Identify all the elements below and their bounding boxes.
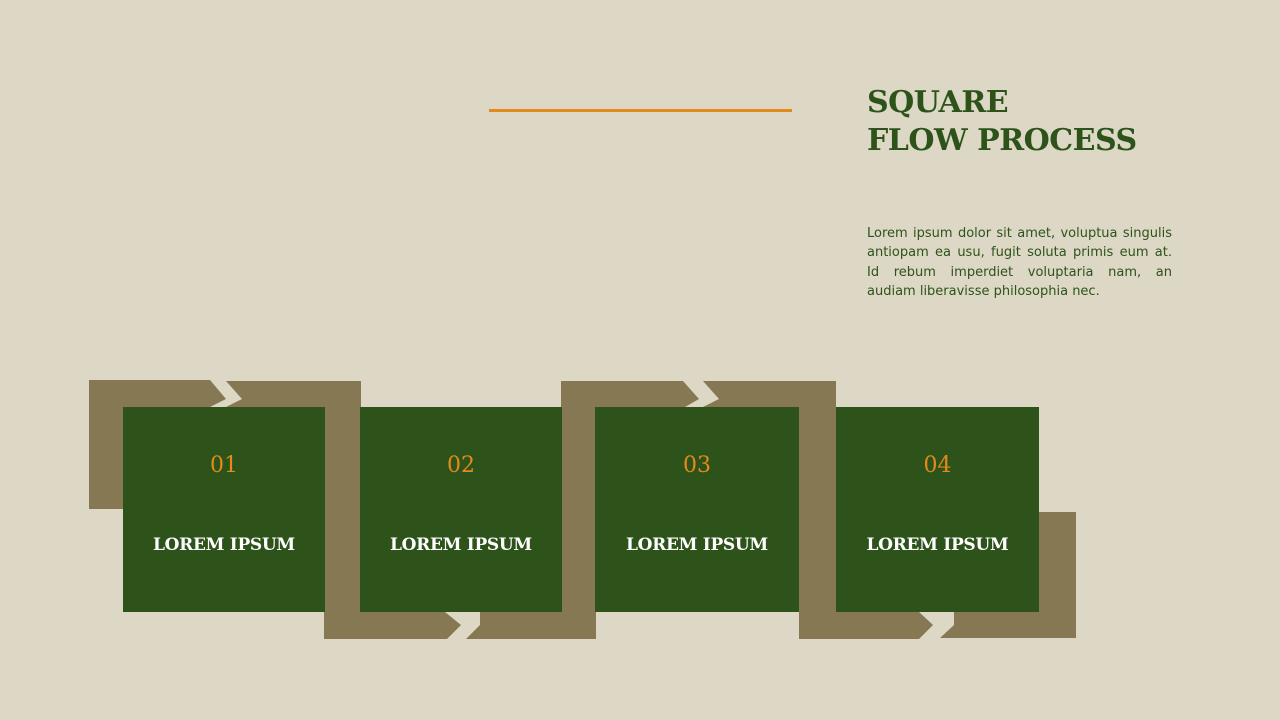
step-number: 03: [683, 453, 711, 478]
step-label: LOREM IPSUM: [390, 535, 532, 555]
frame-1-connector: [324, 407, 461, 639]
frame-4-bottom: [940, 512, 1076, 638]
step-card-3: 03 LOREM IPSUM: [595, 407, 799, 612]
page-title: SQUARE FLOW PROCESS: [867, 84, 1137, 160]
step-label: LOREM IPSUM: [866, 535, 1009, 555]
step-label: LOREM IPSUM: [153, 535, 295, 555]
step-card-4: 04 LOREM IPSUM: [836, 407, 1039, 612]
step-card-1: 01 LOREM IPSUM: [123, 407, 325, 612]
accent-line: [489, 109, 792, 112]
description-text: Lorem ipsum dolor sit amet, voluptua sin…: [867, 226, 1172, 299]
step-number: 01: [210, 453, 238, 478]
frame-3-top: [703, 381, 836, 407]
frame-1-top: [89, 380, 226, 509]
step-card-2: 02 LOREM IPSUM: [360, 407, 562, 612]
title-line-1: SQUARE: [867, 85, 1009, 120]
step-number: 04: [923, 453, 952, 478]
frame-3-connector: [799, 407, 933, 639]
step-label: LOREM IPSUM: [626, 535, 768, 555]
title-line-2: FLOW PROCESS: [867, 123, 1137, 158]
step-number: 02: [447, 453, 475, 478]
frame-2-bottom: [466, 612, 596, 639]
frame-1-top-right: [226, 381, 361, 407]
